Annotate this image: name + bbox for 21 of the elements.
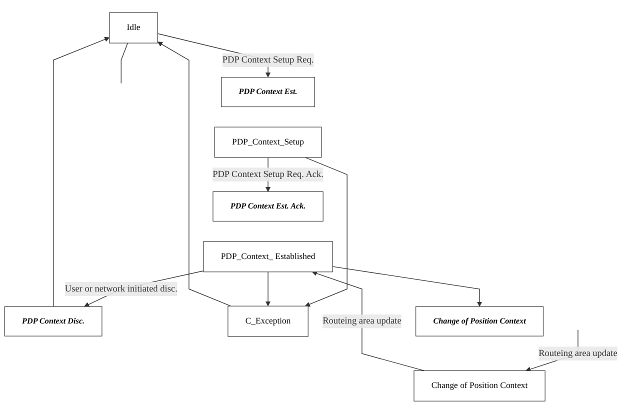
connector bbox=[120, 42, 128, 84]
edge-label: PDP Context Setup Req. bbox=[222, 55, 314, 65]
arrow bbox=[304, 157, 348, 307]
node-box: PDP Context Est. Ack. bbox=[212, 192, 324, 222]
node-box: C_Exception bbox=[228, 306, 308, 337]
node-box: Change of Position Context bbox=[416, 306, 544, 336]
edge-label: Routeing area update bbox=[538, 348, 618, 358]
arrow bbox=[52, 37, 110, 307]
node-box: Change of Position Context bbox=[414, 370, 546, 402]
arrow bbox=[157, 42, 232, 307]
node-box: PDP Context Disc. bbox=[4, 306, 102, 336]
node-box: PDP_Context_Setup bbox=[214, 126, 322, 158]
arrow bbox=[332, 266, 482, 307]
edge-label: Routeing area update bbox=[322, 316, 402, 326]
edge-label: User or network initiated disc. bbox=[64, 284, 178, 294]
edge-label: PDP Context Setup Req. Ack. bbox=[212, 169, 324, 180]
node-box: PDP Context Est. bbox=[221, 77, 315, 108]
node-box: PDP_Context_ Established bbox=[203, 241, 333, 272]
arrow bbox=[312, 271, 425, 372]
arrow bbox=[265, 272, 271, 306]
node-box: Idle bbox=[109, 12, 158, 44]
